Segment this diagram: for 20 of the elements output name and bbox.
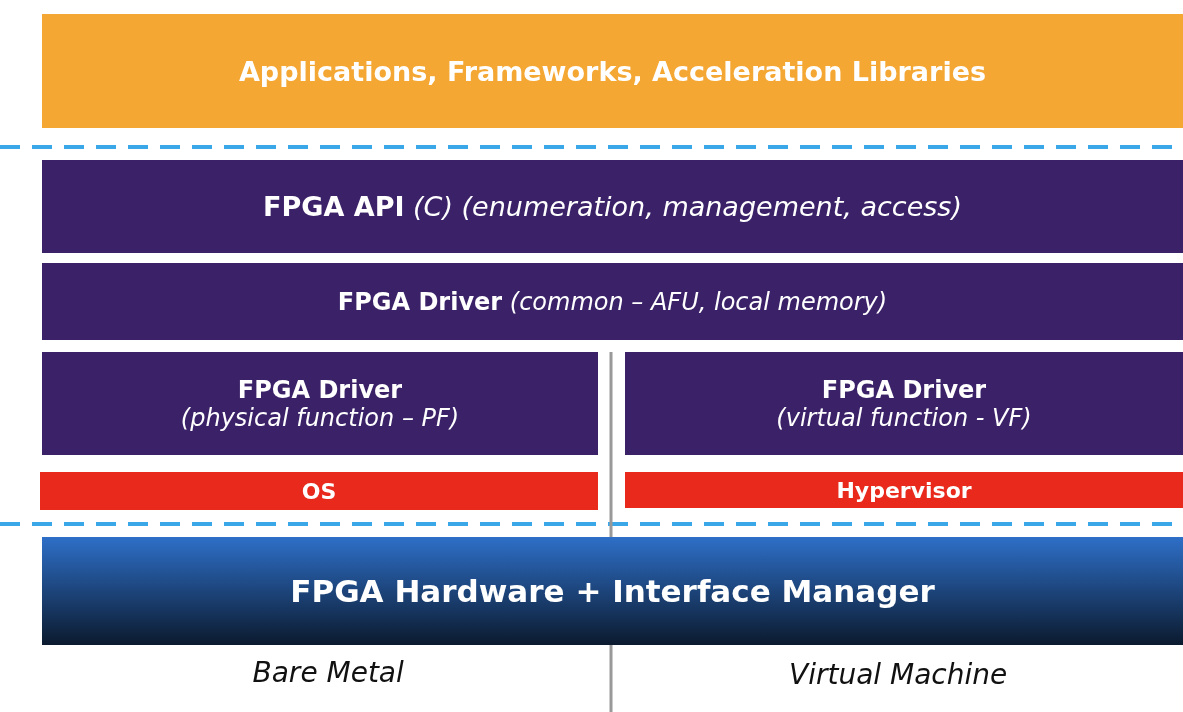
layer-title: Hypervisor xyxy=(836,477,972,503)
layer-bar xyxy=(42,14,1183,128)
layer-title: FPGA Driver xyxy=(821,375,987,404)
layer-subtitle: (virtual function - VF) xyxy=(776,403,1032,432)
layer-title: Applications, Frameworks, Acceleration Libraries xyxy=(238,55,987,87)
layer-bar xyxy=(42,537,1183,645)
layer-bar xyxy=(42,263,1183,340)
layer-title: OS xyxy=(301,478,337,504)
layer-subtitle: (physical function – PF) xyxy=(180,403,460,432)
layer-title: FPGA Driver xyxy=(237,375,403,404)
column-caption: Virtual Machine xyxy=(789,658,1008,691)
layer-title: FPGA Driver (common – AFU, local memory) xyxy=(337,287,888,316)
layer-bar xyxy=(42,352,598,455)
layer-bar xyxy=(625,472,1183,508)
layer-bar xyxy=(625,352,1183,455)
layer-bar xyxy=(40,472,598,510)
layer-bar xyxy=(42,160,1183,253)
layer-title: FPGA API (C) (enumeration, management, access) xyxy=(263,191,962,222)
layer-title: FPGA Hardware + Interface Manager xyxy=(290,573,935,609)
column-caption: Bare Metal xyxy=(252,656,404,689)
